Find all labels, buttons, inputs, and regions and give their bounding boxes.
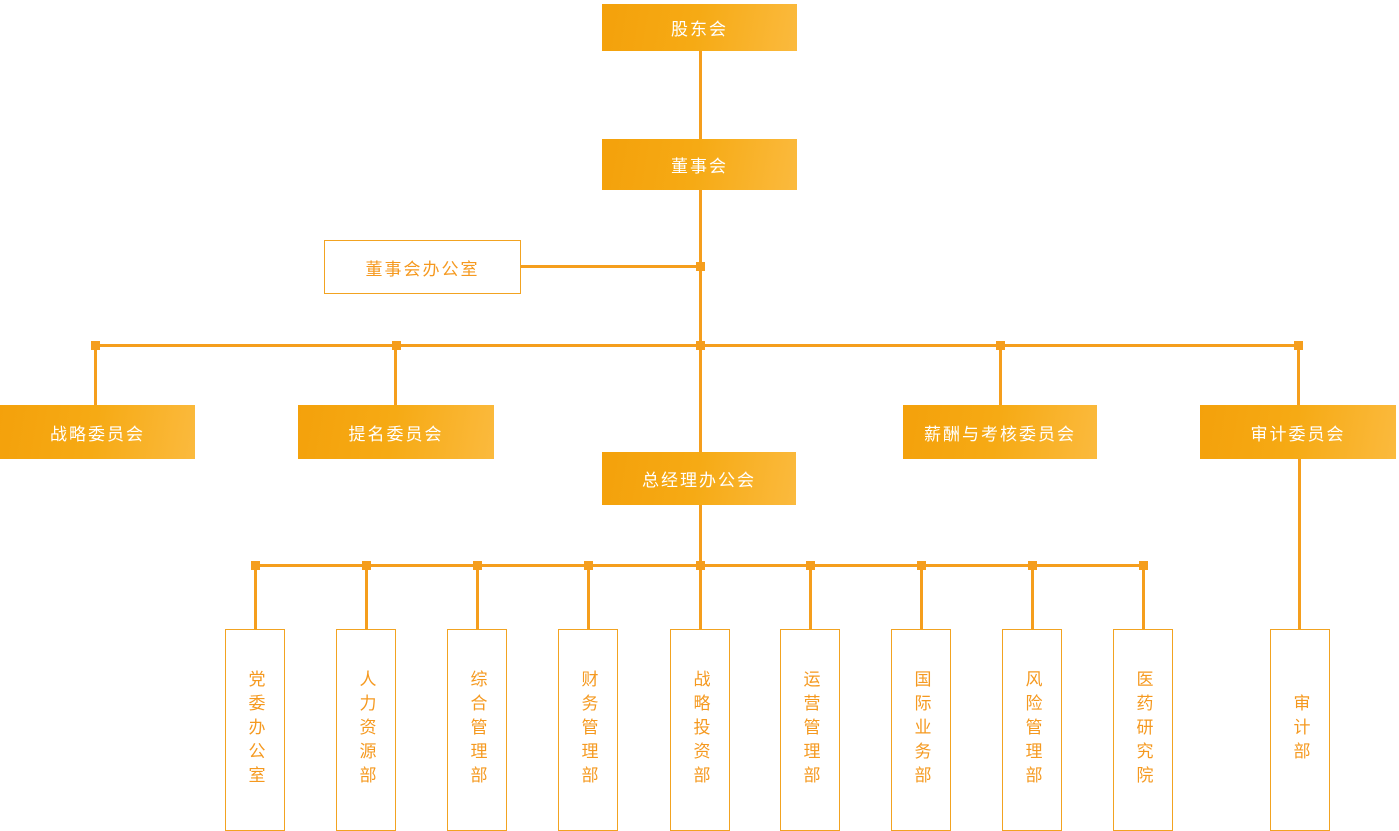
- node-dept-strategic-investment: 战略投资部: [670, 629, 730, 831]
- node-strategy-committee: 战略委员会: [0, 405, 195, 459]
- junction-dept-1: [251, 561, 260, 570]
- node-dept-operations-management: 运营管理部: [780, 629, 840, 831]
- connector-drop-audit-committee: [1297, 345, 1300, 405]
- node-dept-strategic-investment-label: 战略投资部: [690, 670, 710, 790]
- connector-gm-office-to-department-rail: [699, 505, 702, 565]
- junction-rail-nomination: [392, 341, 401, 350]
- connector-drop-compensation-committee: [999, 345, 1002, 405]
- connector-drop-dept-3: [476, 565, 479, 629]
- node-dept-risk-management: 风险管理部: [1002, 629, 1062, 831]
- junction-board-office: [696, 262, 705, 271]
- junction-dept-7: [917, 561, 926, 570]
- node-dept-general-management-label: 综合管理部: [467, 670, 487, 790]
- connector-drop-dept-1: [254, 565, 257, 629]
- connector-drop-dept-7: [920, 565, 923, 629]
- node-dept-operations-management-label: 运营管理部: [800, 670, 820, 790]
- node-board-of-directors-label: 董事会: [671, 157, 728, 176]
- junction-rail-center: [696, 341, 705, 350]
- node-dept-human-resources-label: 人力资源部: [356, 670, 376, 790]
- node-audit-committee: 审计委员会: [1200, 405, 1396, 459]
- connector-drop-dept-6: [809, 565, 812, 629]
- junction-rail-compensation: [996, 341, 1005, 350]
- connector-drop-nomination-committee: [394, 345, 397, 405]
- node-dept-financial-management-label: 财务管理部: [578, 670, 598, 790]
- node-board-office: 董事会办公室: [324, 240, 521, 294]
- connector-drop-dept-5: [699, 565, 702, 629]
- node-compensation-committee-label: 薪酬与考核委员会: [924, 424, 1076, 444]
- connector-board-to-gm-office: [699, 190, 702, 452]
- junction-rail-left: [91, 341, 100, 350]
- node-dept-human-resources: 人力资源部: [336, 629, 396, 831]
- junction-dept-3: [473, 561, 482, 570]
- node-dept-pharma-research-institute: 医药研究院: [1113, 629, 1173, 831]
- connector-drop-dept-9: [1142, 565, 1145, 629]
- junction-dept-6: [806, 561, 815, 570]
- junction-dept-8: [1028, 561, 1037, 570]
- node-shareholders-meeting: 股东会: [602, 4, 797, 51]
- node-dept-financial-management: 财务管理部: [558, 629, 618, 831]
- node-dept-party-committee-office: 党委办公室: [225, 629, 285, 831]
- junction-dept-9: [1139, 561, 1148, 570]
- junction-dept-4: [584, 561, 593, 570]
- junction-dept-5: [696, 561, 705, 570]
- node-dept-audit-label: 审计部: [1290, 694, 1310, 766]
- node-dept-international-business: 国际业务部: [891, 629, 951, 831]
- node-nomination-committee: 提名委员会: [298, 405, 494, 459]
- node-dept-general-management: 综合管理部: [447, 629, 507, 831]
- connector-drop-dept-2: [365, 565, 368, 629]
- node-shareholders-meeting-label: 股东会: [671, 20, 728, 39]
- connector-drop-dept-4: [587, 565, 590, 629]
- node-board-office-label: 董事会办公室: [365, 259, 480, 279]
- node-board-of-directors: 董事会: [602, 139, 797, 190]
- node-gm-office: 总经理办公会: [602, 452, 796, 505]
- junction-rail-right: [1294, 341, 1303, 350]
- node-dept-international-business-label: 国际业务部: [911, 670, 931, 790]
- node-dept-party-committee-office-label: 党委办公室: [245, 670, 265, 790]
- junction-dept-2: [362, 561, 371, 570]
- node-dept-pharma-research-institute-label: 医药研究院: [1133, 670, 1153, 790]
- connector-drop-strategy-committee: [94, 345, 97, 405]
- connector-shareholders-to-board: [699, 51, 702, 139]
- node-dept-risk-management-label: 风险管理部: [1022, 670, 1042, 790]
- node-audit-committee-label: 审计委员会: [1250, 424, 1346, 444]
- node-compensation-committee: 薪酬与考核委员会: [903, 405, 1097, 459]
- node-strategy-committee-label: 战略委员会: [50, 424, 145, 444]
- node-gm-office-label: 总经理办公会: [642, 471, 756, 490]
- connector-drop-dept-8: [1031, 565, 1034, 629]
- connector-audit-committee-to-audit-dept: [1298, 459, 1301, 629]
- connector-board-office-branch: [521, 265, 700, 268]
- node-dept-audit: 审计部: [1270, 629, 1330, 831]
- node-nomination-committee-label: 提名委员会: [348, 424, 444, 444]
